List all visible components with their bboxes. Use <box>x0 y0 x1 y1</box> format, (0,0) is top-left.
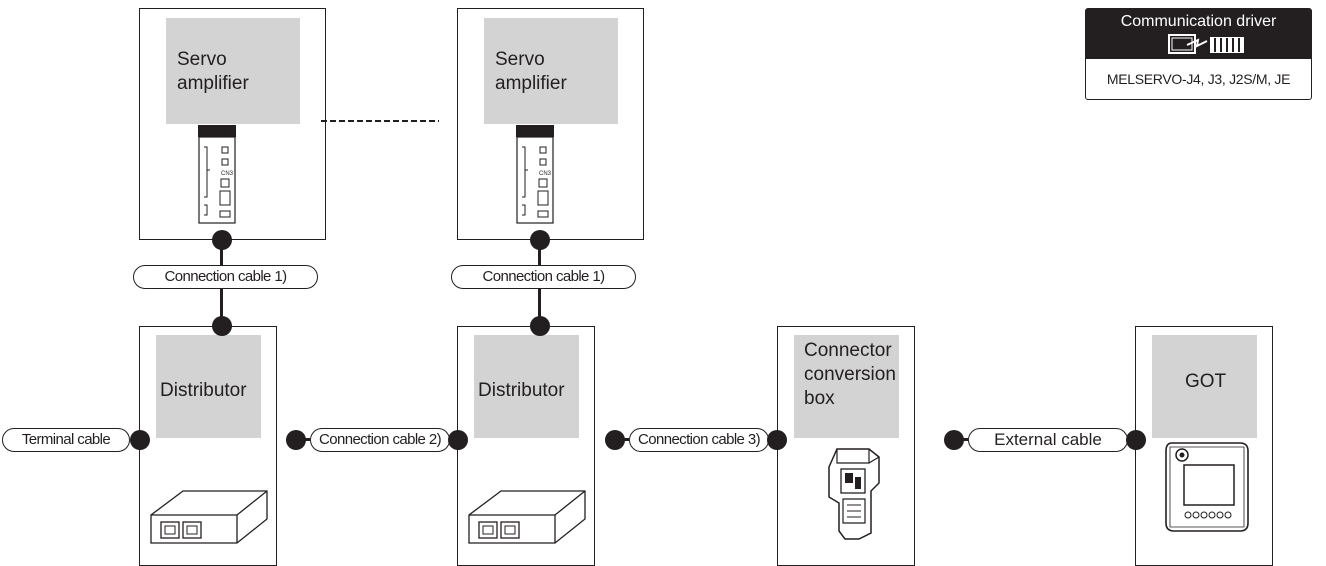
converter-right-dot <box>944 430 964 450</box>
cable-3-line-left <box>619 438 629 441</box>
got-box: GOT <box>1135 326 1273 566</box>
distributor-1-right-dot <box>286 430 306 450</box>
connection-cable-1-label-a: Connection cable 1) <box>133 265 318 289</box>
svg-text:CN3: CN3 <box>221 171 234 177</box>
servo-amplifier-label: Servo amplifier <box>177 49 249 94</box>
connection-cable-1-label-b: Connection cable 1) <box>451 265 636 289</box>
got-label: GOT <box>1185 371 1227 392</box>
distributor-box-2: Distributor <box>457 326 595 566</box>
servo-2-cable-line-upper <box>538 240 541 265</box>
distributor-label: Distributor <box>160 380 247 401</box>
servo-amplifier-icon: CN3 <box>516 125 554 224</box>
servo-1-cable-line-lower <box>220 289 223 319</box>
distributor-2-top-dot <box>530 316 550 336</box>
servo-1-cable-line-upper <box>220 240 223 265</box>
legend-header: Communication driver <box>1086 9 1311 59</box>
distributor-box-1: Distributor <box>139 326 277 566</box>
distributor-1-left-dot <box>130 430 150 450</box>
communication-driver-legend: Communication driver MELSERVO-J4, J3, J2… <box>1085 8 1312 100</box>
svg-text:CN3: CN3 <box>539 171 552 177</box>
distributor-label-area <box>156 335 261 438</box>
connector-conversion-box-icon <box>828 448 880 540</box>
servo-amplifier-label: Servo amplifier <box>495 49 567 94</box>
servo-amplifier-box-1: Servo amplifier CN3 <box>139 8 326 240</box>
driver-name: MELSERVO-J4, J3, J2S/M, JE <box>1106 71 1291 87</box>
distributor-label-area <box>474 335 579 438</box>
connector-conversion-box: Connector conversion box <box>777 326 915 566</box>
got-label-area <box>1152 335 1257 438</box>
converter-label: Connector conversion box <box>804 340 896 409</box>
distributor-1-top-dot <box>212 316 232 336</box>
connection-cable-3-label: Connection cable 3) <box>629 428 769 452</box>
driver-icon <box>1168 34 1244 54</box>
converter-label-area <box>794 335 899 438</box>
terminal-cable-label: Terminal cable <box>2 428 130 452</box>
servo-amplifier-label-area <box>484 18 618 124</box>
external-cable-line-left <box>958 438 968 441</box>
servo-amplifier-label-area <box>166 18 300 124</box>
got-left-dot <box>1126 430 1146 450</box>
servo-amplifier-box-2: Servo amplifier CN3 <box>457 8 644 240</box>
legend-title: Communication driver <box>1120 13 1277 30</box>
distributor-2-right-dot <box>605 430 625 450</box>
connection-cable-2-label: Connection cable 2) <box>310 428 450 452</box>
converter-left-dot <box>767 430 787 450</box>
continuation-dashes <box>321 120 439 122</box>
distributor-label: Distributor <box>478 380 565 401</box>
distributor-icon <box>468 490 586 544</box>
servo-amplifier-icon: CN3 <box>198 125 236 224</box>
distributor-2-left-dot <box>448 430 468 450</box>
cable-2-line-left <box>300 438 310 441</box>
got-icon <box>1165 442 1249 532</box>
external-cable-label: External cable <box>968 428 1128 452</box>
distributor-icon <box>150 490 268 544</box>
servo-2-cable-line-lower <box>538 289 541 319</box>
